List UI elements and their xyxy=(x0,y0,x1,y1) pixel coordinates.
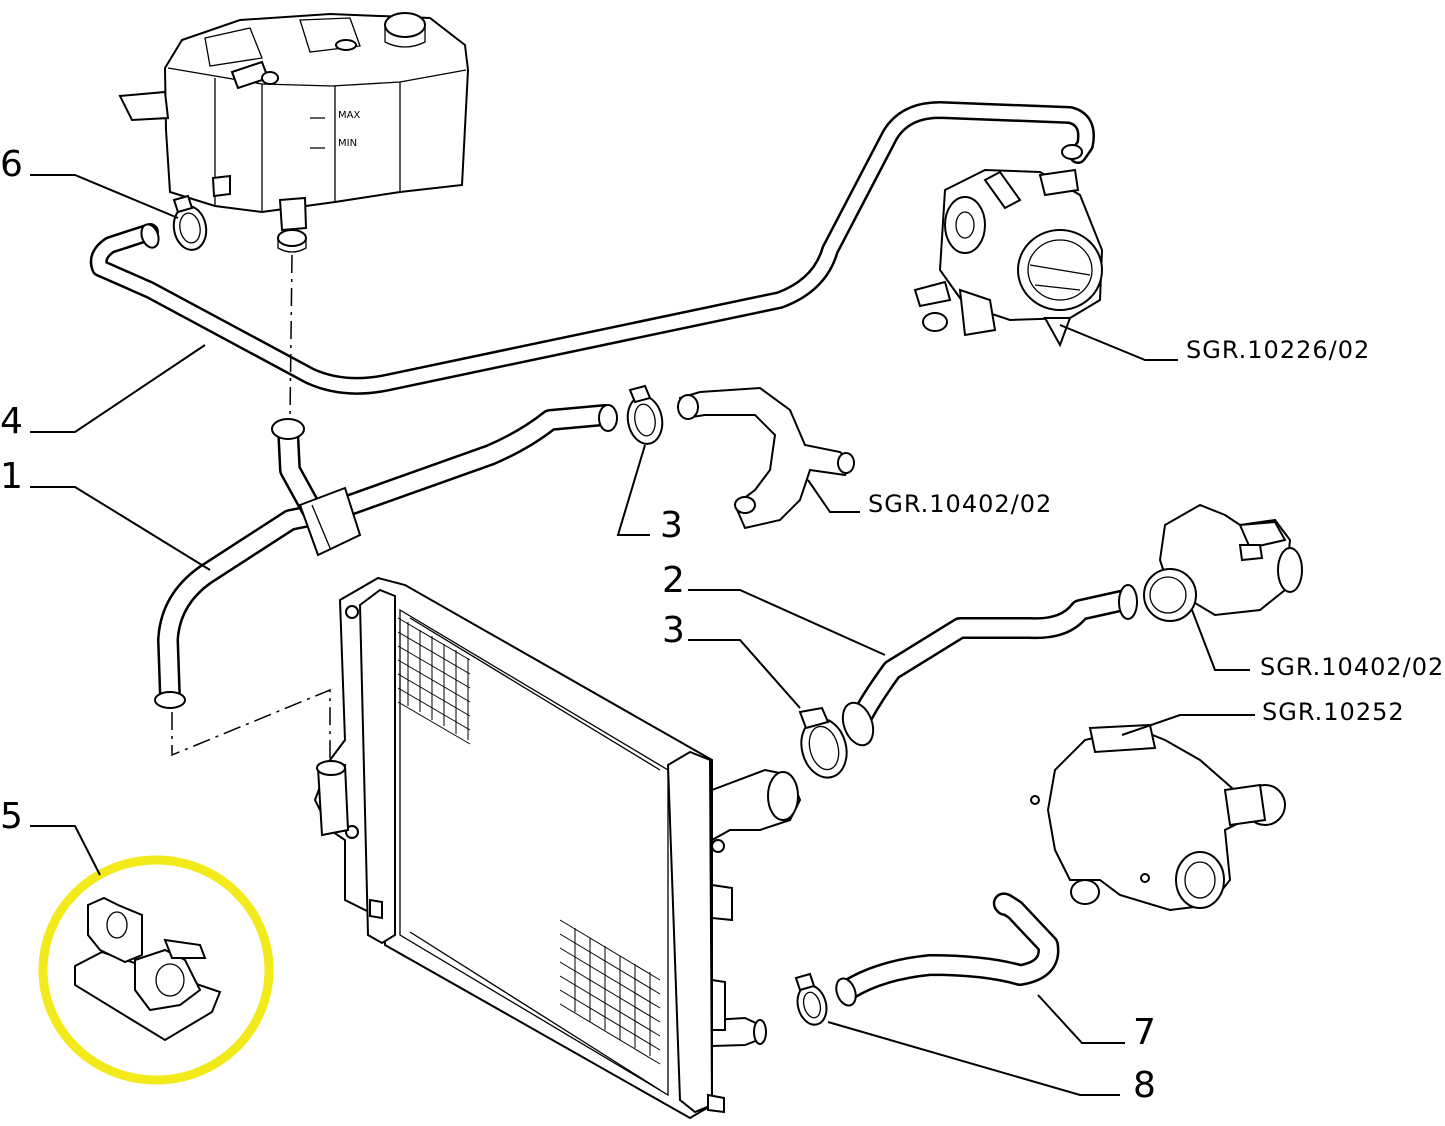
leader-4 xyxy=(30,344,206,433)
clamp-8 xyxy=(794,972,828,1026)
clamp-3-upper xyxy=(626,384,664,445)
leader-8 xyxy=(827,1021,1120,1096)
assembly-line-radiator xyxy=(171,688,331,760)
expansion-tank: MAX MIN xyxy=(118,12,470,253)
clamp-3-lower xyxy=(798,706,848,779)
coolant-pipe-upper xyxy=(677,386,860,530)
callout-2: 2 xyxy=(662,560,685,601)
leader-2 xyxy=(688,589,886,656)
callout-5: 5 xyxy=(0,796,23,837)
leader-7 xyxy=(1037,994,1125,1044)
ref-coolant-pipe: SGR.10402/02 xyxy=(868,490,1052,518)
radiator-core-grid xyxy=(397,617,661,1065)
assembly-line-tank xyxy=(289,254,293,419)
callout-6: 6 xyxy=(0,144,23,185)
water-pump xyxy=(1030,714,1286,912)
ref-thermostat: SGR.10402/02 xyxy=(1260,653,1444,681)
leader-5 xyxy=(30,825,101,876)
hose-1 xyxy=(154,404,618,709)
tank-min-mark: MIN xyxy=(338,138,357,149)
ref-throttle-body: SGR.10226/02 xyxy=(1186,336,1370,364)
callout-3-lower: 3 xyxy=(662,610,685,651)
leader-3-lower xyxy=(688,639,801,709)
tank-max-mark: MAX xyxy=(338,110,360,121)
radiator xyxy=(313,576,802,1120)
hose-4 xyxy=(89,101,1095,395)
callout-8: 8 xyxy=(1133,1065,1156,1106)
ref-water-pump: SGR.10252 xyxy=(1262,698,1405,726)
hose-2 xyxy=(841,584,1138,747)
hose-7 xyxy=(835,892,1060,1007)
thermostat-housing xyxy=(1143,503,1303,671)
highlight-circle xyxy=(38,855,274,1085)
throttle-body xyxy=(913,168,1178,361)
callout-1: 1 xyxy=(0,456,23,497)
callout-4: 4 xyxy=(0,401,23,442)
clamp-6 xyxy=(172,194,208,251)
callout-3-upper: 3 xyxy=(660,505,683,546)
callout-7: 7 xyxy=(1133,1012,1156,1053)
bracket-5 xyxy=(74,896,222,1042)
leader-1 xyxy=(30,486,211,571)
leader-6 xyxy=(30,174,179,219)
leader-3-upper xyxy=(616,444,650,536)
